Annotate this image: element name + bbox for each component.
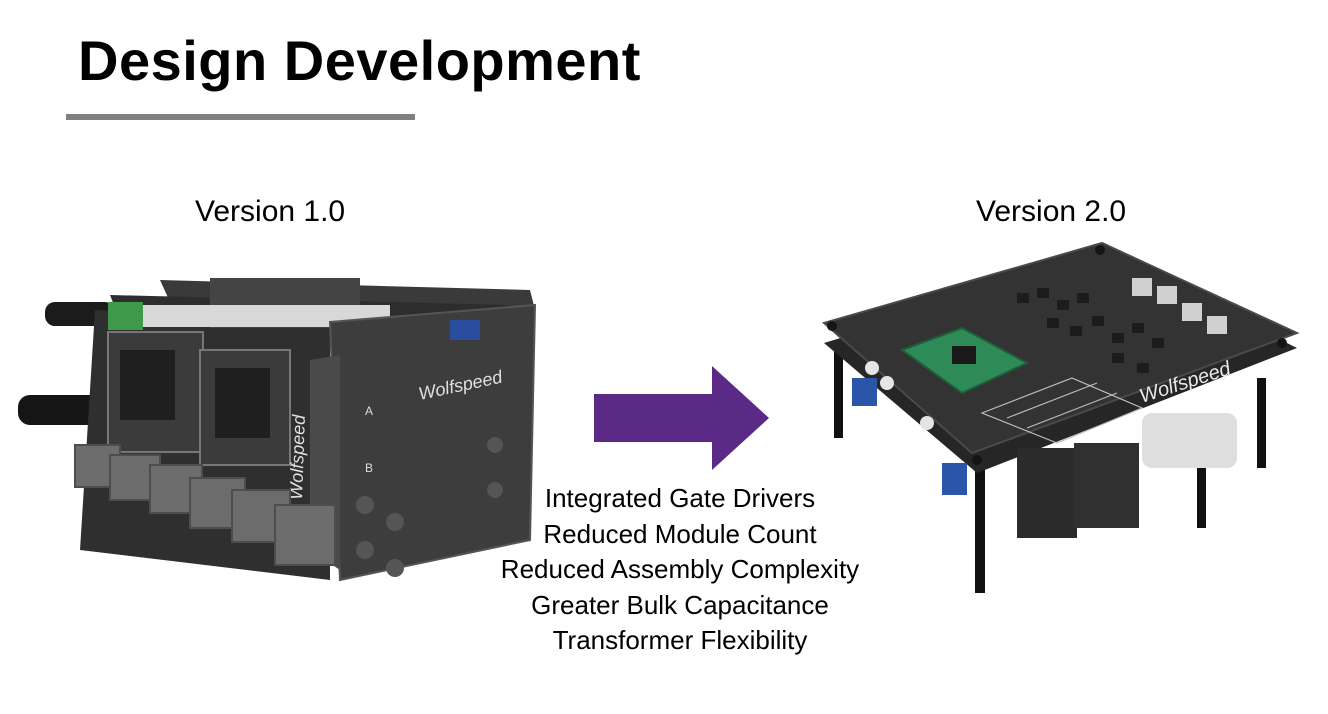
- feature-item: Reduced Assembly Complexity: [500, 554, 860, 584]
- version-2-hardware-photo: Wolfspeed: [821, 241, 1300, 593]
- version-1-label: Version 1.0: [195, 195, 346, 228]
- svg-text:B: B: [365, 461, 373, 475]
- feature-item: Reduced Module Count: [543, 518, 817, 549]
- feature-list: Integrated Gate Drivers Reduced Module C…: [455, 481, 905, 659]
- feature-item: Integrated Gate Drivers: [544, 483, 816, 513]
- feature-item: Greater Bulk Capacitance: [531, 589, 829, 620]
- right-arrow-icon: [594, 366, 769, 470]
- version-1-hardware-photo: Wolfspeed Wolfspeed A B: [18, 278, 537, 582]
- svg-text:Wolfspeed: Wolfspeed: [286, 413, 309, 500]
- slide-title: Design Development: [78, 29, 641, 92]
- title-underline: [66, 114, 415, 120]
- svg-text:A: A: [365, 404, 373, 418]
- feature-item: Transformer Flexibility: [552, 625, 808, 655]
- version-2-label: Version 2.0: [976, 195, 1127, 228]
